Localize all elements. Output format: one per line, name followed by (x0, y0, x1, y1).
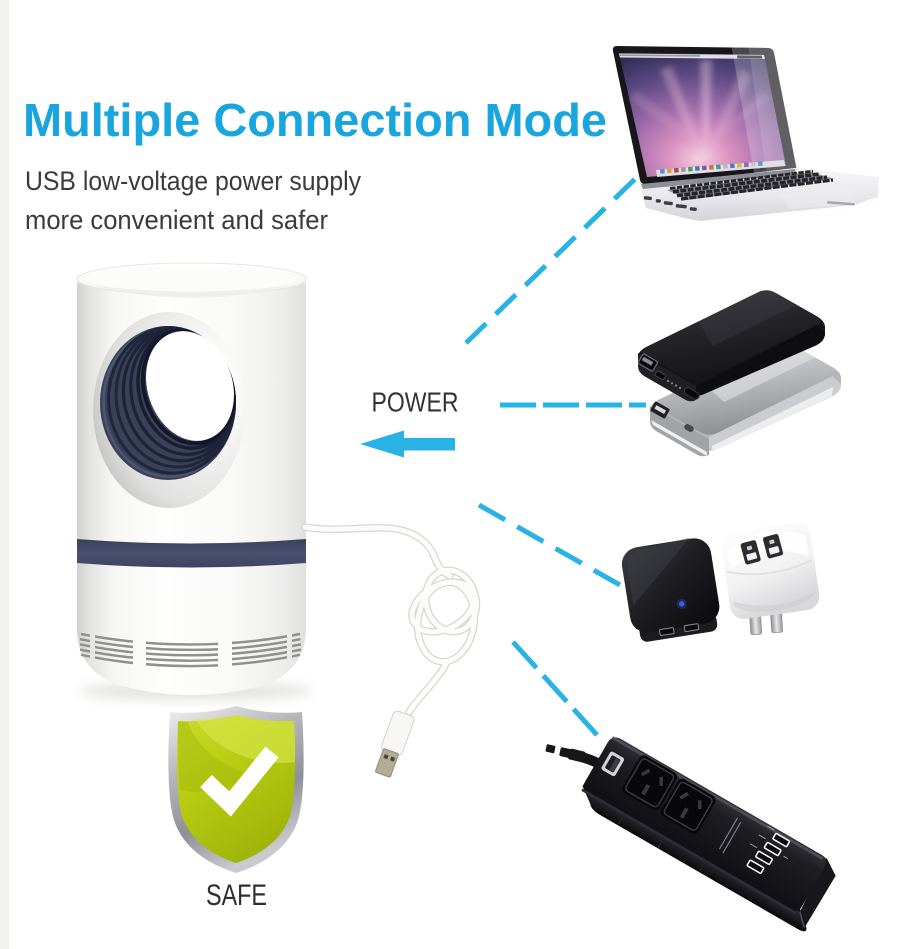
svg-text:SAFE: SAFE (206, 879, 267, 912)
svg-text:POWER: POWER (372, 387, 459, 418)
svg-text:USB low-voltage power supply: USB low-voltage power supply (25, 166, 361, 196)
svg-text:more convenient and safer: more convenient and safer (25, 205, 328, 235)
svg-text:Multiple Connection Mode: Multiple Connection Mode (23, 94, 607, 146)
